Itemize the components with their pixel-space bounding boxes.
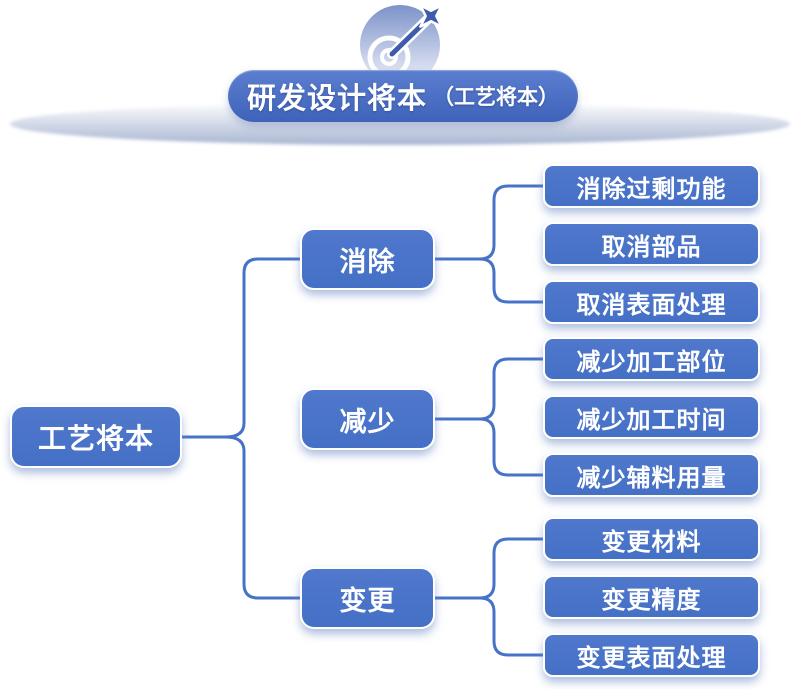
leaf-group2-3: 减少辅料用量 [543, 453, 760, 497]
root-branch-brace [224, 257, 302, 600]
title-main: 研发设计将本 [246, 83, 427, 115]
node-group3: 变更 [300, 567, 435, 629]
title-pill: 研发设计将本 （工艺将本） [228, 70, 578, 122]
group1-brace [478, 184, 545, 304]
leaf-group2-2: 减少加工时间 [543, 395, 760, 439]
leaf-group2-1: 减少加工部位 [543, 337, 760, 381]
leaf-group1-3: 取消表面处理 [543, 280, 760, 324]
leaf-group1-2: 取消部品 [543, 222, 760, 266]
leaf-group1-1: 消除过剩功能 [543, 164, 760, 208]
leaf-group3-2: 变更精度 [543, 575, 760, 619]
connector-lines [180, 184, 545, 657]
group2-brace [478, 357, 545, 477]
title-sub: （工艺将本） [433, 86, 559, 109]
node-root: 工艺将本 [10, 405, 182, 468]
group3-brace [478, 537, 545, 657]
leaf-group3-3: 变更表面处理 [543, 633, 760, 677]
node-group2: 减少 [300, 388, 435, 450]
platform-ellipse [10, 103, 790, 145]
leaf-group3-1: 变更材料 [543, 517, 760, 561]
node-group1: 消除 [300, 228, 435, 290]
